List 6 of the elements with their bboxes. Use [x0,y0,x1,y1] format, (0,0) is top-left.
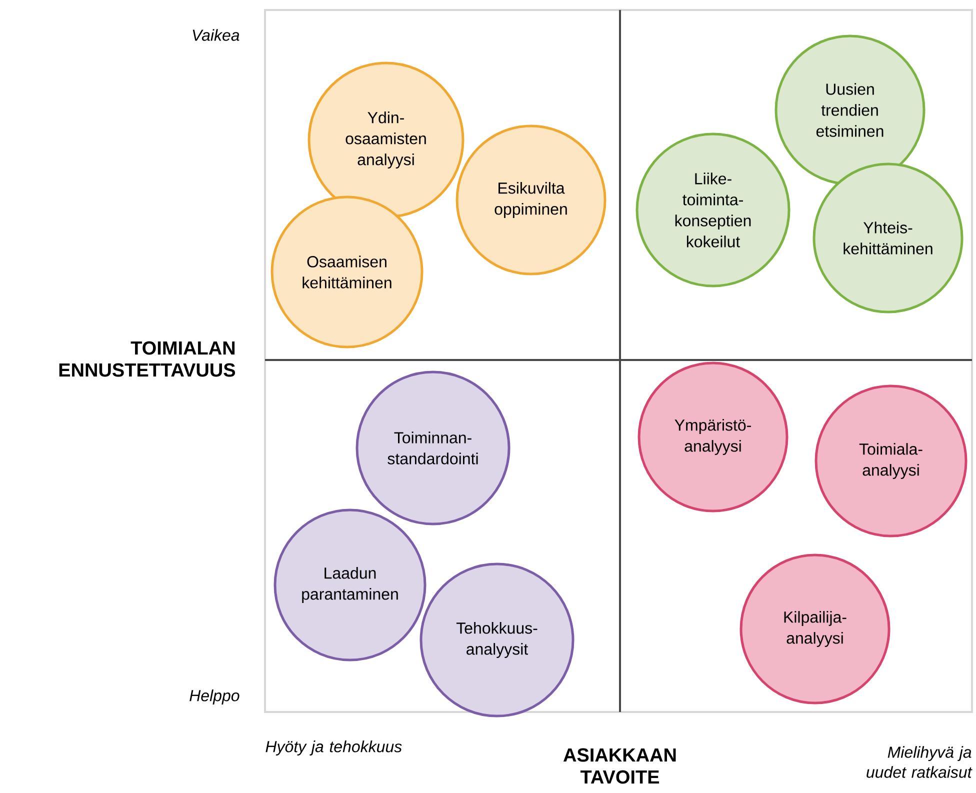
axis-title: ASIAKKAAN TAVOITE [563,748,676,784]
axis-label: Vaikea [192,29,240,41]
axis-label: Helppo [190,690,240,704]
axis-label: Hyöty ja tehokkuus [266,740,402,756]
axis-title: TOIMIALAN ENNUSTETTAVUUS [59,341,236,377]
axis-label: Mielihyvä ja uudet ratkaisut [866,746,972,778]
